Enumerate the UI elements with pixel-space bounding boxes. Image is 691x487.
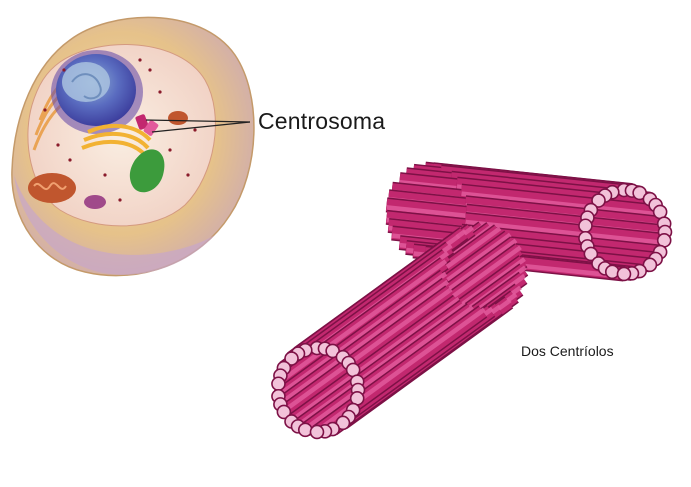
microtubule-body xyxy=(465,205,666,238)
microtubule-highlight xyxy=(280,279,450,405)
microtubule-highlight xyxy=(298,301,467,427)
mitochondrion-lower xyxy=(84,195,106,209)
nucleolus xyxy=(62,62,110,102)
animal-cell xyxy=(11,16,255,277)
microtubule-end xyxy=(616,266,632,282)
microtubule-highlight xyxy=(291,297,461,422)
microtubule-highlight xyxy=(278,271,448,396)
green-organelle xyxy=(129,149,165,193)
microtubule-end xyxy=(276,404,292,420)
microtubule-end xyxy=(309,424,325,440)
microtubule-highlight xyxy=(284,287,453,412)
microtubule-end xyxy=(578,218,593,234)
centrosome-in-cell xyxy=(135,114,159,136)
golgi-apparatus xyxy=(81,123,152,158)
microtubule-end xyxy=(271,376,286,392)
microtubule-end xyxy=(604,264,620,280)
centrosome-label: Centrosoma xyxy=(258,108,386,134)
ribosomes xyxy=(43,58,197,202)
cell-lower-shadow xyxy=(14,175,215,275)
microtubule-body xyxy=(460,185,661,218)
microtubule-highlight xyxy=(461,191,661,217)
centrosome-leader-lines xyxy=(145,119,251,133)
centriole-diagonal xyxy=(271,221,529,440)
centrioles-label: Dos Centríolos xyxy=(521,343,614,359)
mitochondrion-cristae xyxy=(33,182,67,191)
microtubule-highlight xyxy=(305,305,474,430)
microtubule-body xyxy=(464,196,665,230)
microtubule-highlight xyxy=(465,219,665,246)
microtubule-highlight xyxy=(278,259,448,384)
microtubule-end xyxy=(591,193,606,208)
chromatin xyxy=(71,73,102,100)
microtubule-body xyxy=(464,213,665,247)
microtubule-end xyxy=(284,351,299,366)
mitochondrion-small xyxy=(168,111,188,125)
microtubule-end xyxy=(297,422,313,438)
microtubule-end xyxy=(583,246,599,262)
mitochondrion xyxy=(28,173,76,203)
